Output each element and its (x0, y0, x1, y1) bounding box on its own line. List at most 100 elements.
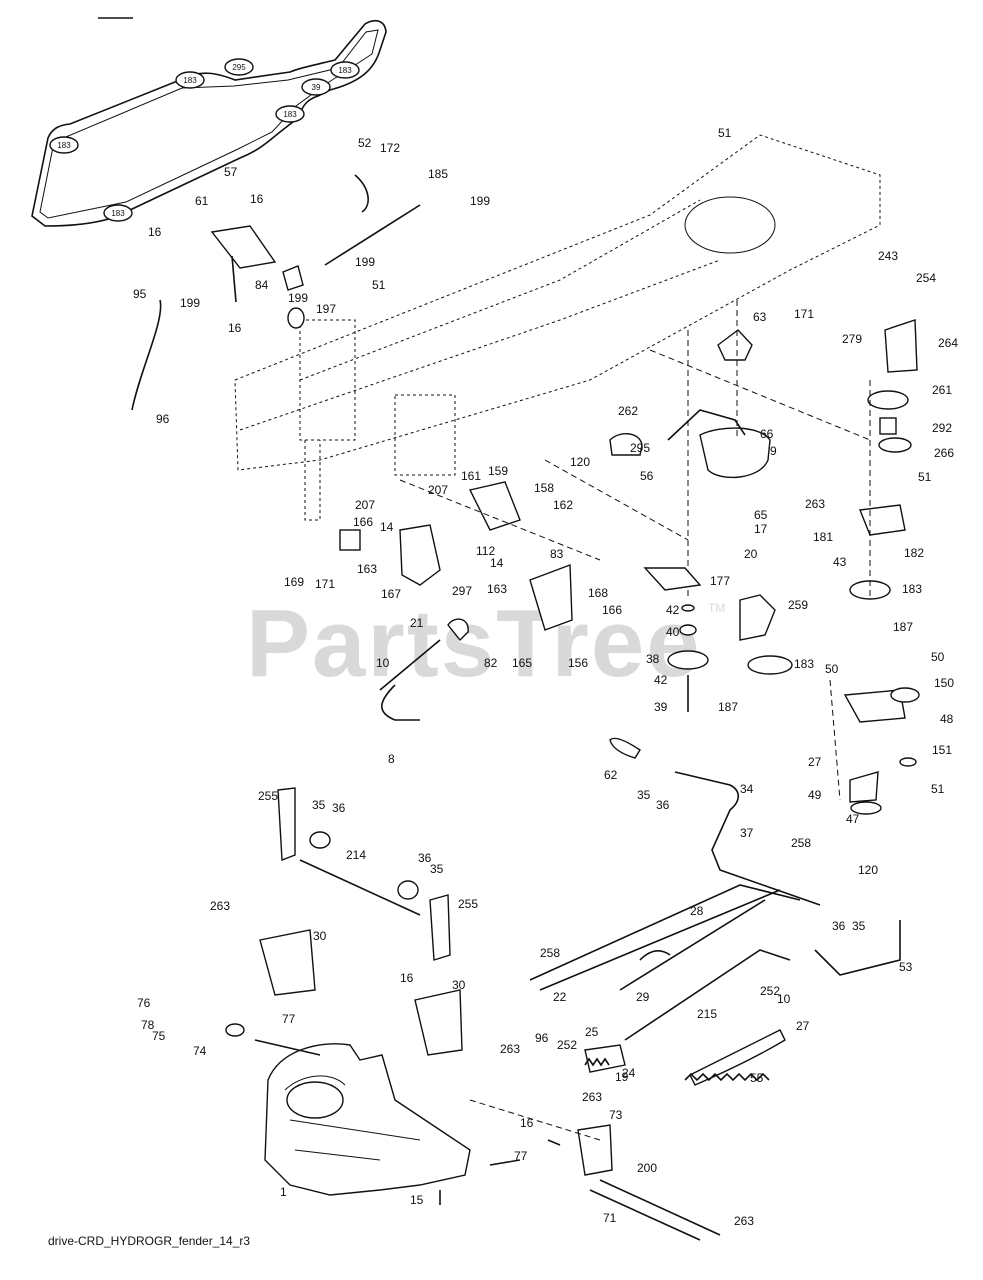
part-label: 16 (228, 321, 242, 335)
part-label: 263 (805, 497, 825, 511)
belt-bubble-label: 183 (111, 209, 125, 218)
part-label: 163 (357, 562, 377, 576)
part-label: 161 (461, 469, 481, 483)
part-label: 49 (808, 788, 822, 802)
part-label: 53 (899, 960, 913, 974)
part-label: 199 (288, 291, 308, 305)
part-label: 16 (250, 192, 264, 206)
part-label: 167 (381, 587, 401, 601)
part-label: 292 (932, 421, 952, 435)
part-label: 261 (932, 383, 952, 397)
part-label: 36 (656, 798, 670, 812)
tractor-frame (234, 134, 881, 521)
idler-assembly-right (609, 319, 920, 815)
part-label: 297 (452, 584, 472, 598)
part-label: 207 (428, 483, 448, 497)
part-label: 42 (654, 673, 668, 687)
part-label: 35 (312, 798, 326, 812)
part-label: 22 (553, 990, 567, 1004)
diagram-caption: drive-CRD_HYDROGR_fender_14_r3 (48, 1234, 251, 1248)
part-label: 266 (934, 446, 954, 460)
lift-linkage (529, 737, 901, 1086)
part-label: 158 (534, 481, 554, 495)
part-label: 36 (332, 801, 346, 815)
part-label: 169 (284, 575, 304, 589)
watermark-tm: TM (708, 601, 725, 615)
part-label: 20 (744, 547, 758, 561)
part-label: 14 (490, 556, 504, 570)
part-label: 9 (770, 444, 777, 458)
part-label: 51 (931, 782, 945, 796)
part-label: 166 (602, 603, 622, 617)
part-label: 263 (210, 899, 230, 913)
part-label: 66 (760, 427, 774, 441)
part-label: 77 (282, 1012, 296, 1026)
part-label: 51 (718, 126, 732, 140)
part-number-labels: 57 52 172 185 199 16 61 16 199 84 199 19… (133, 126, 958, 1228)
belt-pulley-bubbles: 183 295 183 39 183 183 183 (49, 58, 360, 222)
part-label: 187 (718, 700, 738, 714)
part-label: 10 (376, 656, 390, 670)
part-label: 263 (734, 1214, 754, 1228)
part-label: 78 (141, 1018, 155, 1032)
part-label: 55 (750, 1071, 764, 1085)
part-label: 36 (832, 919, 846, 933)
part-label: 84 (255, 278, 269, 292)
part-label: 199 (180, 296, 200, 310)
belt-bubble-label: 183 (57, 141, 71, 150)
part-label: 56 (640, 469, 654, 483)
part-label: 120 (570, 455, 590, 469)
part-label: 187 (893, 620, 913, 634)
lower-rods (547, 1124, 721, 1241)
part-label: 51 (918, 470, 932, 484)
part-label: 25 (585, 1025, 599, 1039)
part-label: 48 (940, 712, 954, 726)
part-label: 47 (846, 812, 860, 826)
part-label: 151 (932, 743, 952, 757)
part-label: 150 (934, 676, 954, 690)
part-label: 19 (615, 1070, 629, 1084)
part-label: 263 (582, 1090, 602, 1104)
part-label: 21 (410, 616, 424, 630)
part-label: 182 (904, 546, 924, 560)
part-label: 40 (666, 625, 680, 639)
belt-bubble-label: 183 (183, 76, 197, 85)
part-label: 263 (500, 1042, 520, 1056)
transaxle (225, 1023, 521, 1205)
part-label: 262 (618, 404, 638, 418)
part-label: 214 (346, 848, 366, 862)
part-label: 165 (512, 656, 532, 670)
springs (584, 1057, 770, 1082)
part-label: 50 (931, 650, 945, 664)
part-label: 62 (604, 768, 618, 782)
part-label: 252 (760, 984, 780, 998)
part-label: 28 (690, 904, 704, 918)
part-label: 63 (753, 310, 767, 324)
part-label: 96 (156, 412, 170, 426)
part-label: 207 (355, 498, 375, 512)
part-label: 255 (258, 789, 278, 803)
part-label: 243 (878, 249, 898, 263)
part-label: 120 (858, 863, 878, 877)
part-label: 36 (418, 851, 432, 865)
part-label: 159 (488, 464, 508, 478)
part-label: 156 (568, 656, 588, 670)
part-label: 35 (852, 919, 866, 933)
part-label: 82 (484, 656, 498, 670)
belt-bubble-label: 183 (283, 110, 297, 119)
part-label: 197 (316, 302, 336, 316)
part-label: 199 (355, 255, 375, 269)
part-label: 259 (788, 598, 808, 612)
part-label: 258 (540, 946, 560, 960)
part-label: 77 (514, 1149, 528, 1163)
part-label: 34 (740, 782, 754, 796)
belt-bubble-label: 183 (338, 66, 352, 75)
part-label: 95 (133, 287, 147, 301)
part-label: 183 (902, 582, 922, 596)
part-label: 27 (808, 755, 822, 769)
part-label: 35 (430, 862, 444, 876)
part-label: 43 (833, 555, 847, 569)
part-label: 8 (388, 752, 395, 766)
part-label: 1 (280, 1185, 287, 1199)
